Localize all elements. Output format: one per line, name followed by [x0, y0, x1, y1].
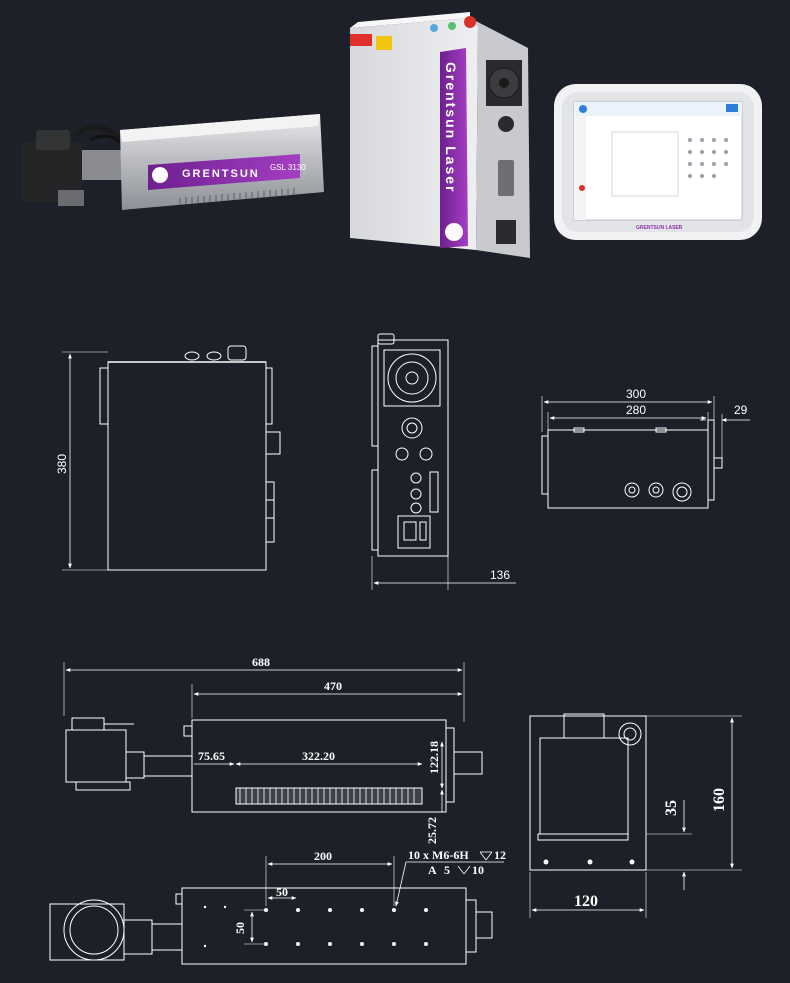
- head-side-view-drawing: [63, 662, 483, 813]
- dim-300: 300: [626, 387, 646, 401]
- dim-160: 160: [711, 788, 728, 812]
- dim-688: 688: [252, 655, 270, 669]
- dim-75-65: 75.65: [198, 749, 225, 763]
- thread-hole-a-label: A: [428, 863, 437, 877]
- dim-50-x: 50: [276, 885, 288, 899]
- rear-view-drawing: [371, 333, 516, 590]
- dim-200: 200: [314, 849, 332, 863]
- dim-120: 120: [574, 893, 598, 910]
- head-model-label: GSL 3130: [270, 163, 306, 172]
- dim-35: 35: [663, 800, 680, 816]
- thread-spec-label: 10 x M6-6H: [408, 848, 469, 862]
- head-end-view-drawing: [529, 713, 742, 918]
- laser-head-photo: GRENTSUN GSL 3130: [22, 114, 324, 210]
- thread-hole-c-label: 10: [472, 863, 484, 877]
- front-view-drawing: [541, 396, 750, 509]
- dim-280: 280: [626, 403, 646, 417]
- dim-322-20: 322.20: [302, 749, 335, 763]
- head-bottom-view-drawing: [49, 851, 504, 965]
- dim-470: 470: [324, 679, 342, 693]
- cabinet-brand-label: Grentsun Laser: [443, 62, 459, 193]
- dim-50-y: 50: [233, 922, 247, 934]
- tablet-brand-label: GRENTSUN LASER: [636, 225, 683, 231]
- dim-122-18: 122.18: [427, 741, 441, 774]
- laser-cabinet-photo: Grentsun Laser: [350, 12, 530, 258]
- side-view-drawing: [62, 345, 281, 571]
- dim-380: 380: [55, 454, 69, 474]
- thread-hole-b-label: 5: [444, 863, 450, 877]
- dim-25-72: 25.72: [425, 817, 439, 844]
- thread-depth-label: 12: [494, 848, 506, 862]
- dim-136: 136: [490, 568, 510, 582]
- control-tablet-photo: GRENTSUN LASER: [554, 84, 762, 240]
- head-brand-label: GRENTSUN: [182, 168, 260, 180]
- dim-29: 29: [734, 403, 748, 417]
